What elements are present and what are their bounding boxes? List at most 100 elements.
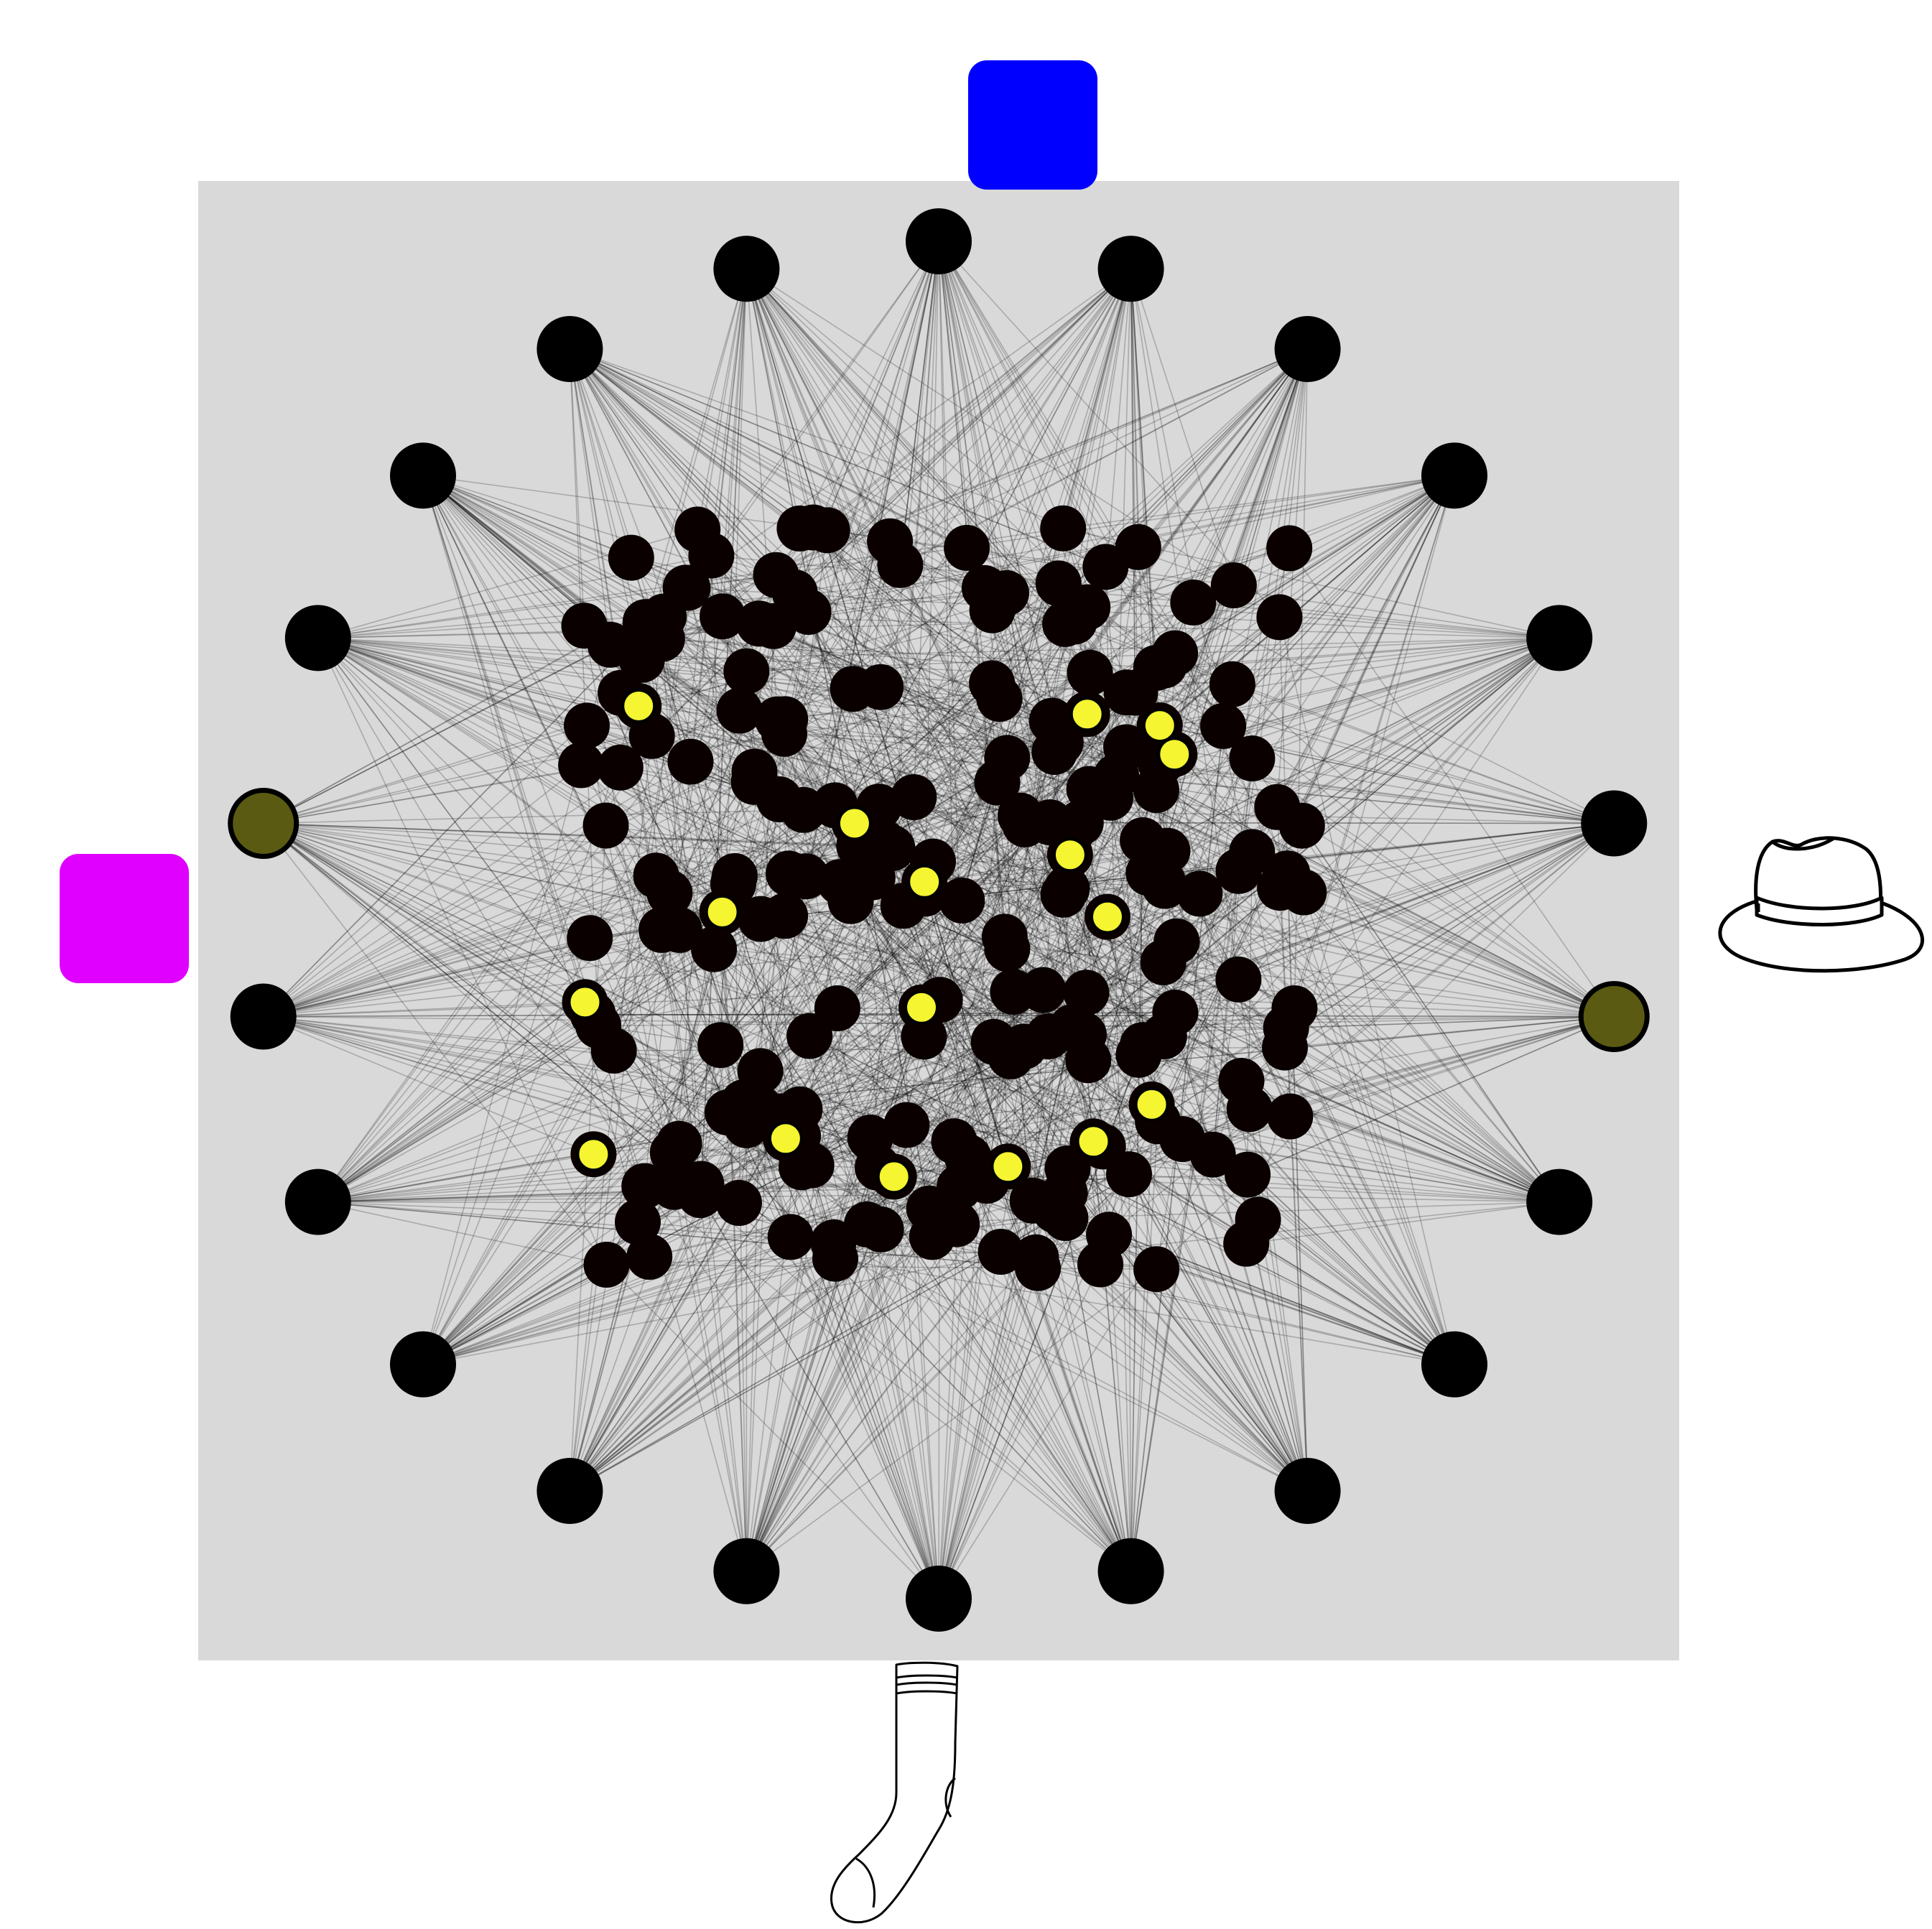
edge bbox=[422, 616, 664, 1365]
inner-node bbox=[662, 564, 709, 611]
edge bbox=[932, 1236, 1309, 1492]
edge bbox=[592, 1014, 748, 1571]
edge bbox=[797, 822, 1615, 1137]
edge bbox=[317, 637, 761, 1072]
edge bbox=[1072, 822, 1615, 1028]
edge bbox=[1032, 1026, 1073, 1201]
edge bbox=[773, 268, 1132, 627]
edge bbox=[746, 1120, 1158, 1572]
edge bbox=[746, 1135, 799, 1571]
edge bbox=[746, 592, 1007, 1571]
edge bbox=[1069, 854, 1560, 1203]
edge bbox=[746, 1258, 836, 1571]
edge bbox=[1064, 1192, 1560, 1203]
edge bbox=[317, 1201, 834, 1243]
edge bbox=[938, 1186, 960, 1599]
edge bbox=[263, 822, 721, 1046]
inner-node bbox=[1152, 990, 1199, 1036]
edge bbox=[939, 742, 1062, 1000]
edge bbox=[422, 762, 1161, 1365]
edge bbox=[746, 268, 1082, 824]
edge bbox=[1258, 1219, 1455, 1365]
edge bbox=[809, 1035, 1455, 1365]
edge bbox=[746, 991, 1014, 1572]
edge bbox=[263, 822, 1213, 1156]
inner-node bbox=[1025, 1013, 1072, 1060]
edge bbox=[422, 475, 1011, 1057]
edge bbox=[263, 822, 702, 1185]
edge bbox=[746, 268, 1085, 1036]
inner-node bbox=[1065, 1037, 1112, 1084]
edge bbox=[938, 1268, 1039, 1599]
edge bbox=[961, 900, 1132, 1571]
edge bbox=[784, 718, 1615, 1018]
edge bbox=[263, 822, 680, 1145]
inner-node bbox=[730, 758, 777, 805]
edge bbox=[1157, 475, 1455, 1122]
inner-node bbox=[984, 926, 1031, 972]
outer-node bbox=[1526, 1168, 1593, 1235]
edge bbox=[644, 1185, 1132, 1572]
inner-node bbox=[667, 738, 714, 785]
edge bbox=[422, 475, 585, 626]
edge bbox=[1128, 1173, 1560, 1203]
inner-node bbox=[558, 742, 605, 789]
inner-node bbox=[615, 1199, 661, 1245]
edge bbox=[317, 850, 1168, 1203]
edge bbox=[569, 842, 886, 1492]
edge bbox=[837, 1008, 1560, 1203]
edge bbox=[422, 475, 1056, 1211]
edge bbox=[669, 892, 1560, 1203]
inner-node bbox=[1153, 918, 1200, 964]
edge bbox=[1156, 348, 1309, 1270]
edge bbox=[1138, 637, 1560, 1056]
edge bbox=[1160, 763, 1455, 1365]
highlighted-inner-node bbox=[876, 1159, 911, 1194]
edge bbox=[835, 1258, 1455, 1365]
edge bbox=[939, 475, 1455, 1000]
edge bbox=[569, 348, 599, 1026]
edge bbox=[422, 475, 933, 1237]
edge bbox=[263, 822, 728, 1113]
edge bbox=[746, 845, 875, 1571]
edge bbox=[569, 348, 1135, 694]
edge bbox=[850, 637, 1560, 902]
outer-node bbox=[1097, 236, 1164, 302]
highlighted-inner-node bbox=[1157, 737, 1192, 772]
edge bbox=[881, 844, 1132, 1571]
inner-node bbox=[1103, 724, 1150, 771]
edge bbox=[263, 1015, 761, 1072]
edge bbox=[710, 555, 1309, 1492]
inner-node bbox=[934, 1201, 980, 1247]
edge bbox=[570, 348, 1233, 685]
edge bbox=[1130, 269, 1139, 547]
edge bbox=[422, 667, 1157, 1365]
edge bbox=[263, 1012, 1176, 1018]
edge bbox=[422, 475, 735, 877]
edge bbox=[317, 541, 891, 1203]
edge bbox=[649, 1015, 1615, 1258]
edge bbox=[1087, 348, 1309, 1061]
edge bbox=[1130, 758, 1253, 1571]
edge bbox=[1080, 822, 1615, 824]
inner-node bbox=[1209, 661, 1255, 707]
inner-node bbox=[656, 1120, 702, 1167]
edge bbox=[746, 268, 1143, 1046]
edge bbox=[1110, 796, 1615, 1018]
edge bbox=[928, 269, 1132, 1209]
edge bbox=[1212, 758, 1253, 1155]
edge bbox=[605, 268, 1132, 1265]
edge bbox=[317, 637, 645, 1186]
inner-node bbox=[582, 802, 629, 849]
edge bbox=[422, 475, 663, 640]
edge bbox=[837, 822, 1615, 1009]
outer-node bbox=[230, 983, 297, 1050]
highlighted-inner-node bbox=[907, 864, 942, 899]
edge bbox=[569, 348, 828, 531]
edge bbox=[1130, 269, 1286, 1048]
edge bbox=[593, 1013, 1615, 1018]
edge bbox=[1284, 1015, 1615, 1049]
edge bbox=[779, 799, 939, 1599]
edge bbox=[866, 241, 939, 1224]
edge bbox=[1080, 822, 1132, 1571]
